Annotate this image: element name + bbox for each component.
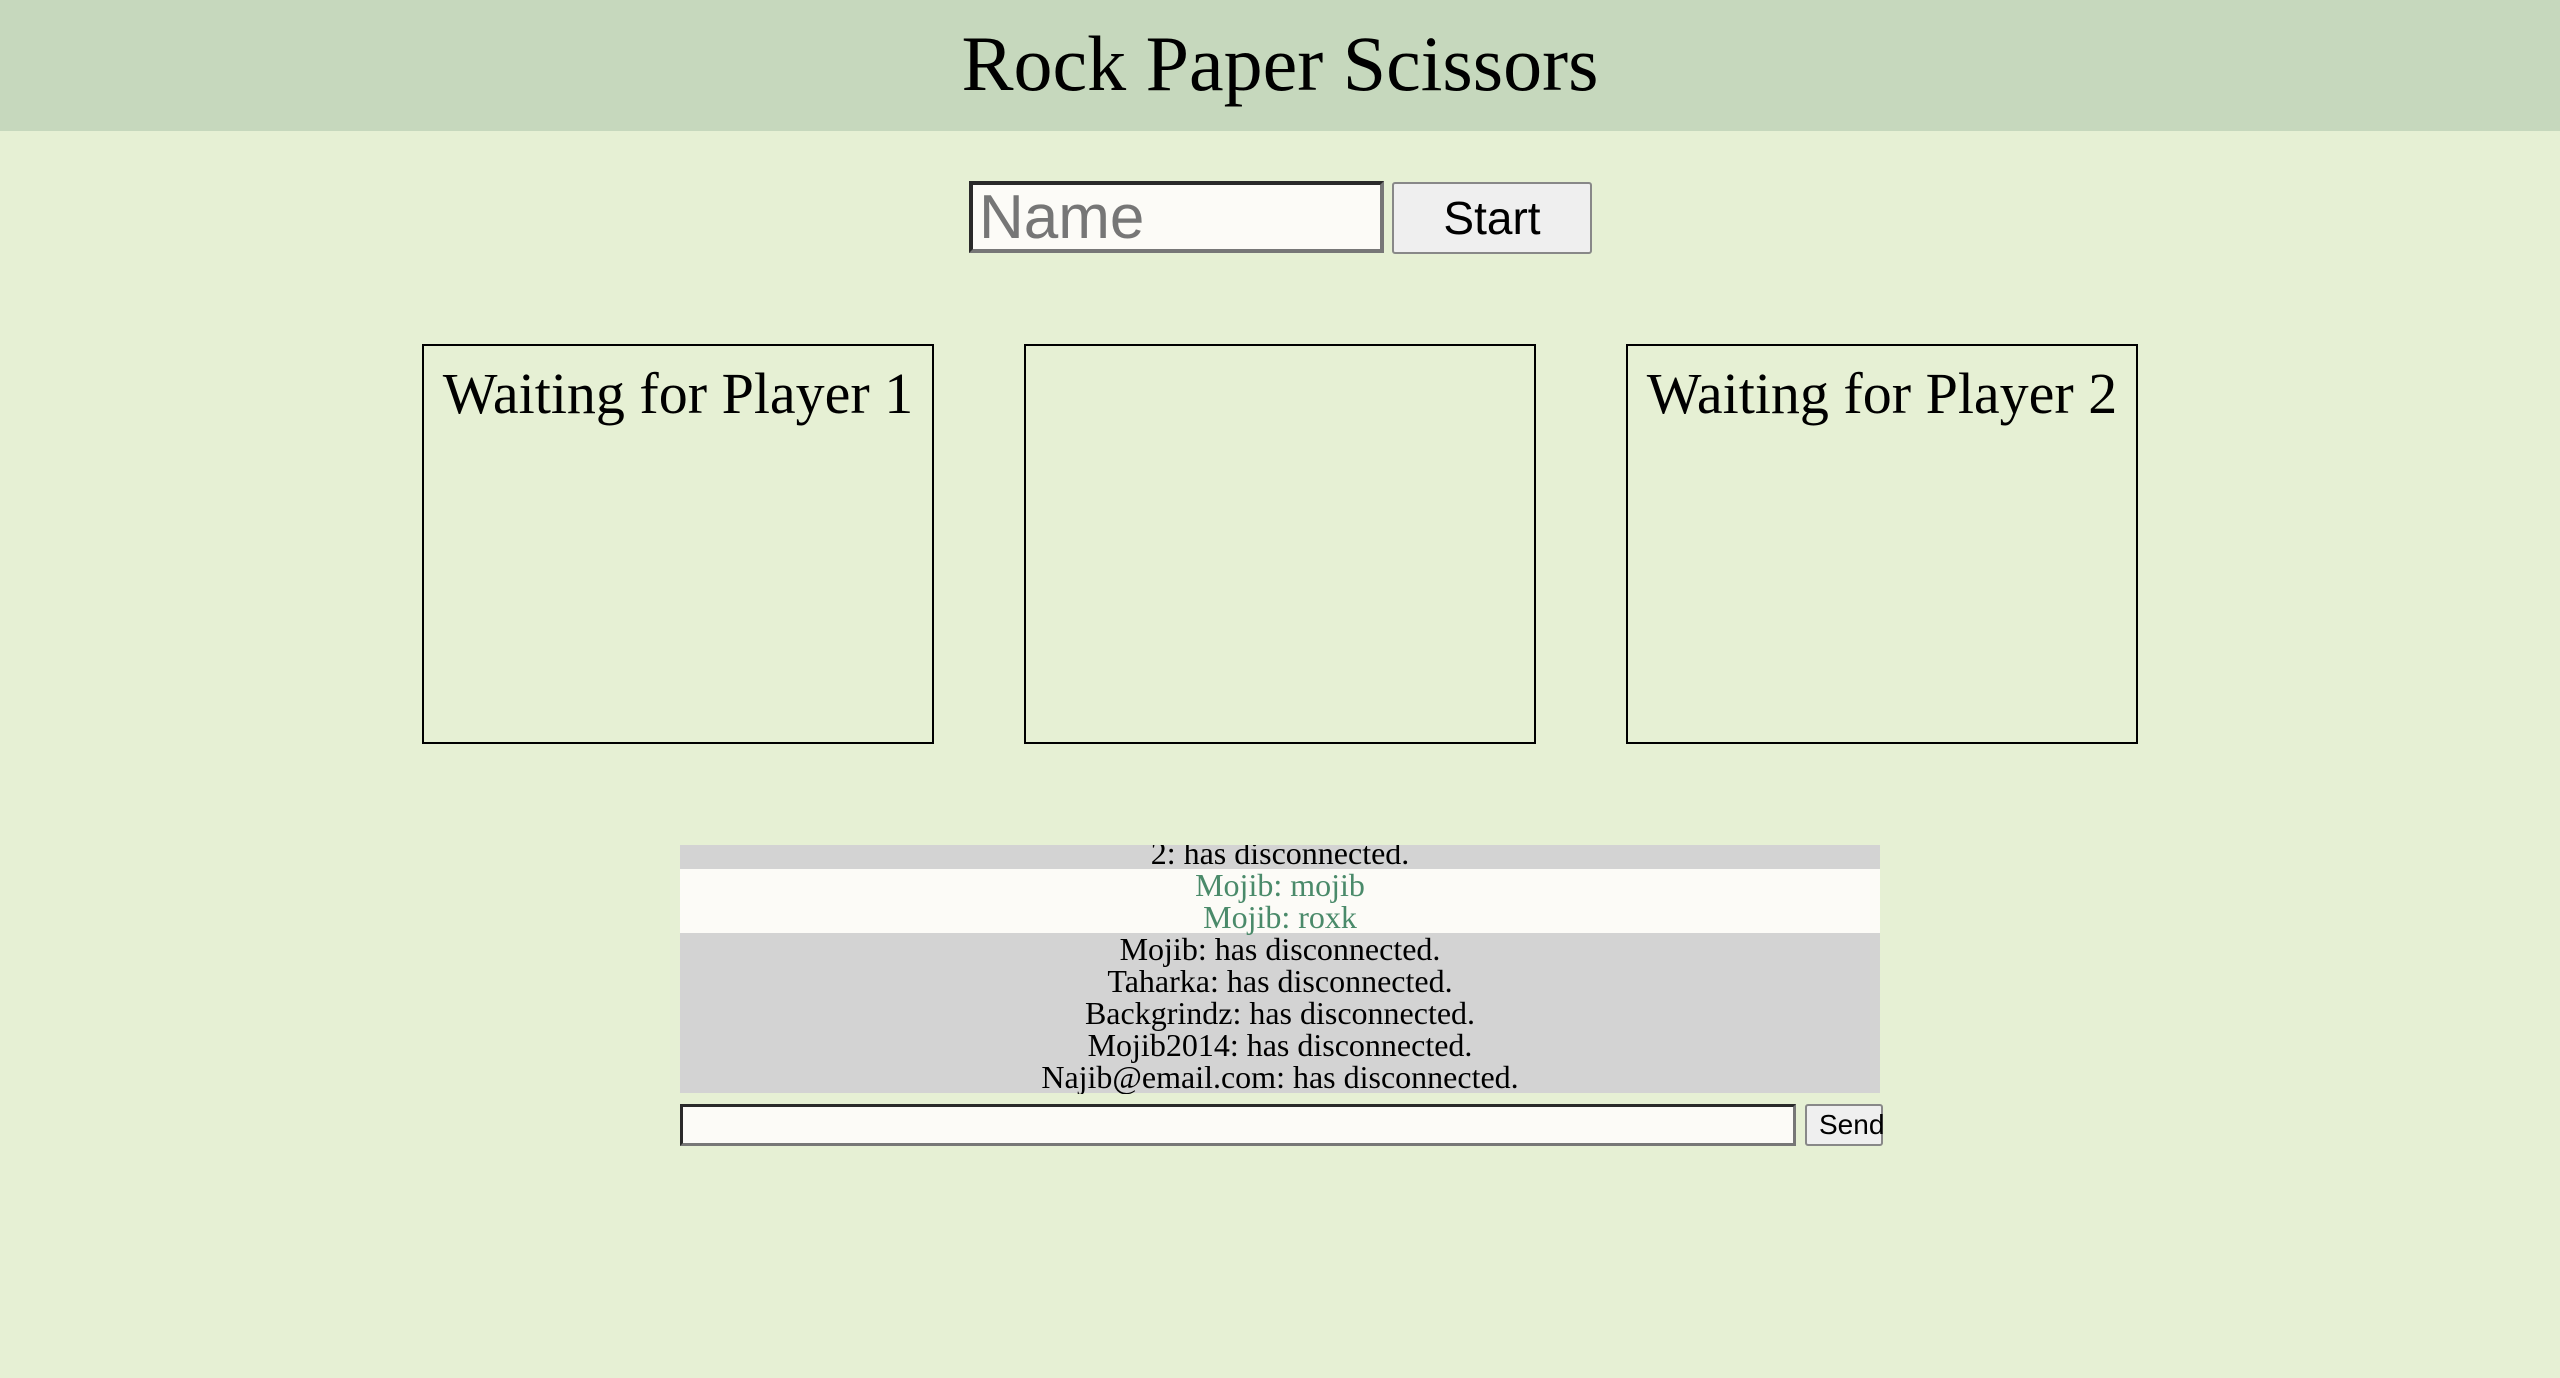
chat-message: Mojib2014: has disconnected.: [680, 1029, 1880, 1061]
chat-message: Najib@email.com: has disconnected.: [680, 1061, 1880, 1093]
chat-input[interactable]: [680, 1104, 1796, 1146]
name-input[interactable]: [969, 181, 1384, 253]
chat-message: Mojib: mojib: [680, 869, 1880, 901]
player-1-panel: Waiting for Player 1: [422, 344, 934, 744]
chat-message: Taharka: has disconnected.: [680, 965, 1880, 997]
chat-message: Mojib: roxk: [680, 901, 1880, 933]
chat-message: Backgrindz: has disconnected.: [680, 997, 1880, 1029]
center-panel: [1024, 344, 1536, 744]
chat-message: 2: has disconnected.: [680, 845, 1880, 869]
player-1-status: Waiting for Player 1: [442, 361, 914, 426]
player-2-panel: Waiting for Player 2: [1626, 344, 2138, 744]
start-button[interactable]: Start: [1392, 182, 1592, 254]
send-button[interactable]: Send: [1805, 1104, 1884, 1146]
header: Rock Paper Scissors: [0, 0, 2560, 131]
chat-message: Mojib: has disconnected.: [680, 933, 1880, 965]
page-title: Rock Paper Scissors: [961, 20, 1599, 107]
player-2-status: Waiting for Player 2: [1646, 361, 2118, 426]
